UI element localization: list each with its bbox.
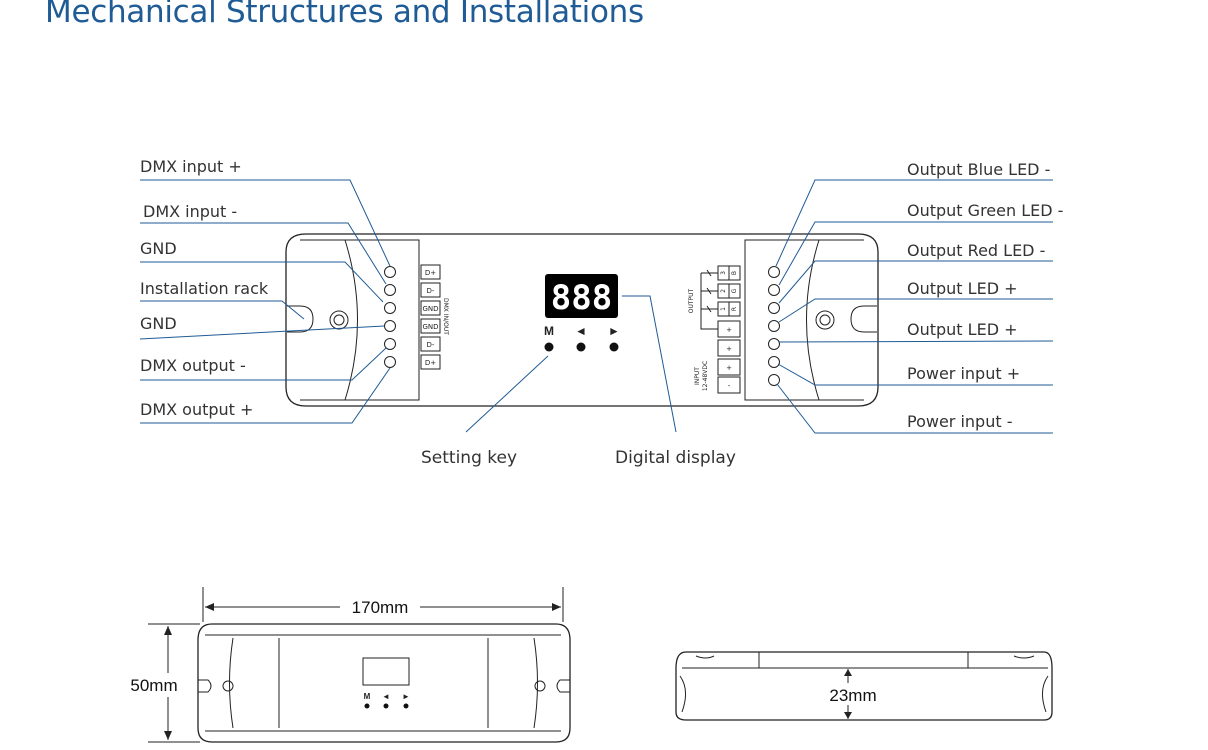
callout-dmx-input-plus: DMX input + bbox=[140, 157, 242, 176]
callout-output-led-plus-1: Output LED + bbox=[907, 279, 1018, 298]
dimension-length: 170mm bbox=[352, 598, 409, 617]
top-view-key-left: ◄ bbox=[382, 692, 390, 701]
key-left-label: ◄ bbox=[575, 324, 587, 338]
side-view-drawing: 23mm bbox=[675, 651, 1053, 721]
top-view-key-m: M bbox=[364, 692, 371, 701]
dmx-terminal-label: D- bbox=[427, 287, 435, 295]
plus-terminal-label: + bbox=[726, 345, 732, 353]
left-mount-slot bbox=[287, 305, 314, 333]
callout-dmx-output-minus: DMX output - bbox=[140, 356, 246, 375]
page-title: Mechanical Structures and Installations bbox=[45, 0, 644, 30]
callout-dmx-input-minus: DMX input - bbox=[143, 202, 237, 221]
callout-power-input-plus: Power input + bbox=[907, 364, 1020, 383]
callout-output-red: Output Red LED - bbox=[907, 241, 1045, 260]
dimension-height: 23mm bbox=[829, 686, 876, 705]
top-view-drawing: 170mm 50mm M ◄ ► bbox=[130, 587, 571, 743]
caption-digital-display: Digital display bbox=[615, 448, 736, 468]
output-block-label: OUTPUT bbox=[688, 288, 695, 313]
key-m-label: M bbox=[544, 324, 554, 338]
top-view-key-right: ► bbox=[402, 692, 410, 701]
input-terminal-label: + bbox=[726, 364, 732, 372]
display-digits: 888 bbox=[551, 278, 612, 318]
plus-terminal-label: + bbox=[726, 326, 732, 334]
dmx-terminal-label: D- bbox=[427, 341, 435, 349]
controller-device bbox=[285, 233, 879, 407]
key-left-button bbox=[576, 342, 586, 352]
output-terminal-number: 1 bbox=[720, 307, 727, 311]
dmx-terminal-label: D+ bbox=[425, 269, 436, 277]
dmx-terminal-label: GND bbox=[422, 323, 438, 331]
dmx-block-label: DMX IN/OUT bbox=[442, 298, 449, 335]
key-right-label: ► bbox=[608, 324, 620, 338]
digital-display: 888 bbox=[545, 274, 618, 318]
right-screw-icon bbox=[815, 310, 835, 330]
callout-dmx-output-plus: DMX output + bbox=[140, 400, 253, 419]
left-screw-icon bbox=[329, 310, 349, 330]
input-terminal-label: - bbox=[728, 382, 731, 390]
output-screw-terminals bbox=[768, 266, 780, 386]
callout-gnd-top: GND bbox=[140, 239, 177, 258]
caption-setting-key: Setting key bbox=[421, 448, 517, 468]
callout-output-blue: Output Blue LED - bbox=[907, 160, 1050, 179]
input-voltage-label: 12-48VDC bbox=[702, 361, 709, 391]
input-block-label: INPUT bbox=[694, 367, 701, 385]
right-mount-slot bbox=[850, 305, 877, 333]
key-right-button bbox=[609, 342, 619, 352]
callout-power-input-minus: Power input - bbox=[907, 412, 1012, 431]
dmx-terminal-block: D+ D- GND GND D- D+ DMX IN/OUT bbox=[420, 264, 449, 370]
left-callouts: DMX input + DMX input - GND Installation… bbox=[139, 157, 391, 424]
setting-keys: M ◄ ► bbox=[544, 324, 620, 352]
callout-output-led-plus-2: Output LED + bbox=[907, 320, 1018, 339]
dimension-width: 50mm bbox=[130, 676, 177, 695]
dmx-terminal-label: D+ bbox=[425, 359, 436, 367]
right-callouts: Output Blue LED - Output Green LED - Out… bbox=[775, 160, 1063, 434]
callout-installation-rack: Installation rack bbox=[140, 279, 269, 298]
dmx-terminal-label: GND bbox=[422, 305, 438, 313]
key-m-button bbox=[544, 342, 554, 352]
output-channel-letter: B bbox=[731, 271, 738, 275]
output-channel-letter: G bbox=[731, 288, 738, 293]
dmx-screw-terminals bbox=[384, 266, 396, 368]
output-terminal-number: 3 bbox=[720, 271, 727, 275]
bottom-captions: Setting key Digital display bbox=[421, 295, 736, 468]
output-terminal-number: 2 bbox=[720, 289, 727, 293]
callout-gnd-bottom: GND bbox=[140, 314, 177, 333]
callout-output-green: Output Green LED - bbox=[907, 201, 1063, 220]
output-channel-letter: R bbox=[731, 307, 738, 311]
output-terminal-block: 3 2 1 B G R + + + - OUTPUT INPUT 12-48VD… bbox=[688, 265, 741, 394]
